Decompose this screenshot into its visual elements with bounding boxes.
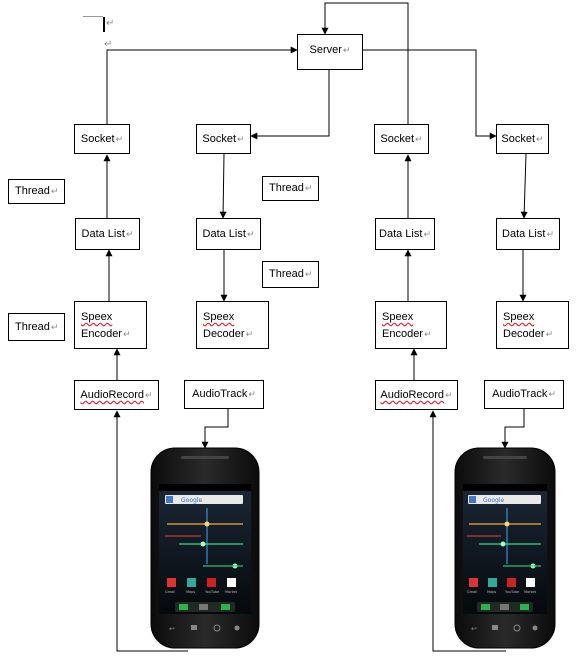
server-label: Server: [309, 44, 342, 56]
line-left-track-to-phone: [201, 409, 229, 449]
line-right-socket-to-server: [321, 2, 409, 124]
paragraph-mark: ↵: [122, 329, 131, 339]
left-send-socket-box: Socket↵: [74, 124, 130, 154]
svg-text:Gmail: Gmail: [467, 590, 477, 594]
right-recv-socket-box: Socket↵: [496, 124, 549, 154]
left-recv-data-list-box: Data List↵: [196, 218, 261, 250]
svg-text:YouTube: YouTube: [505, 590, 519, 594]
svg-text:Maps: Maps: [186, 590, 195, 594]
thread-label: Thread↵: [8, 179, 65, 204]
paragraph-mark: ↵: [246, 229, 255, 239]
svg-text:Maps: Maps: [487, 590, 496, 594]
line-right-phone-to-record: [429, 410, 506, 652]
left-phone: Google Gmail Maps YouTube Market ↩: [150, 447, 260, 649]
paragraph-mark: ↵: [245, 329, 254, 339]
thread-label: Thread↵: [262, 176, 319, 201]
svg-text:Gmail: Gmail: [165, 590, 175, 594]
line-right-track-to-phone: [501, 409, 525, 449]
right-send-socket-box: Socket↵: [374, 124, 429, 154]
paragraph-mark: ↵: [445, 390, 453, 400]
text-cursor: [103, 17, 105, 32]
server-box: Server↵: [297, 34, 363, 70]
phone-screen: [463, 484, 547, 614]
svg-text:↩: ↩: [169, 625, 175, 633]
right-send-data-list-box: Data List↵: [375, 218, 435, 250]
paragraph-mark: ↵: [50, 322, 59, 332]
paragraph-mark: ↵: [50, 186, 59, 196]
left-speex-decoder-box: Speex Decoder↵: [196, 301, 269, 349]
svg-text:Google: Google: [483, 497, 504, 504]
phone-screen: [159, 484, 251, 614]
paragraph-mark: ↵: [115, 134, 124, 144]
svg-text:Market: Market: [524, 590, 537, 594]
paragraph-mark: ↵: [415, 134, 423, 144]
right-recv-data-list-box: Data List↵: [496, 218, 560, 250]
paragraph-mark: ↵: [423, 329, 432, 339]
svg-text:Market: Market: [225, 590, 238, 594]
line-left-phone-to-record: [113, 410, 188, 652]
left-recv-socket-box: Socket↵: [196, 124, 251, 154]
paragraph-mark: ↵: [342, 45, 351, 55]
right-audiotrack-box: AudioTrack↵: [484, 380, 564, 409]
left-speex-encoder-box: Speex Encoder↵: [74, 301, 147, 349]
paragraph-mark: ↵: [237, 134, 245, 144]
paragraph-mark: ↵: [145, 390, 153, 400]
paragraph-mark: ↵: [545, 329, 554, 339]
right-speex-decoder-box: Speex Decoder↵: [496, 301, 569, 349]
line-left-recv-socket-to-list: [219, 153, 227, 219]
paragraph-mark: ↵: [548, 389, 556, 399]
page-corner-mark: [83, 16, 103, 17]
line-right-recv-socket-to-list: [520, 153, 528, 219]
svg-text:YouTube: YouTube: [205, 590, 219, 594]
thread-label: Thread↵: [8, 313, 65, 341]
paragraph-mark: ↵: [248, 389, 256, 399]
paragraph-mark: ↵: [304, 269, 313, 279]
left-send-data-list-box: Data List↵: [75, 218, 140, 250]
right-audiorecord-box: AudioRecord↵: [375, 380, 458, 410]
svg-text:↩: ↩: [471, 625, 477, 633]
left-audiotrack-box: AudioTrack↵: [184, 380, 264, 409]
paragraph-mark: ↵: [546, 229, 554, 239]
right-speex-encoder-box: Speex Encoder↵: [375, 301, 447, 349]
phone-search-bar: [468, 495, 541, 504]
paragraph-mark: ↵: [104, 39, 113, 50]
line-server-to-left-recv-socket: [250, 70, 330, 140]
line-left-socket-to-server: [106, 46, 298, 124]
left-audiorecord-box: AudioRecord↵: [74, 380, 159, 410]
paragraph-mark: ↵: [125, 229, 134, 239]
right-phone: Google Gmail Maps YouTube Market ↩: [454, 447, 556, 649]
paragraph-mark: ↵: [106, 18, 115, 29]
thread-label: Thread↵: [262, 261, 319, 288]
line-server-to-right-recv-socket: [363, 49, 497, 140]
paragraph-mark: ↵: [423, 229, 431, 239]
paragraph-mark: ↵: [304, 183, 313, 193]
connection-lines: [103, 2, 528, 652]
paragraph-mark: ↵: [536, 134, 544, 144]
phone-search-text: Google: [181, 497, 202, 504]
phone-search-bar: [165, 495, 243, 504]
